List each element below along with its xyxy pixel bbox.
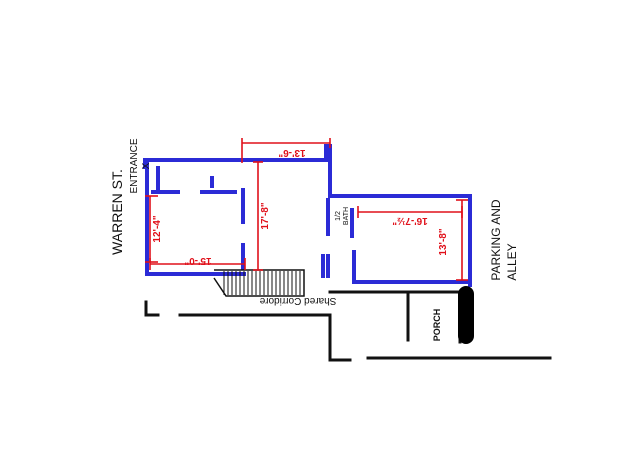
half-bath-label-line1: 1/2 — [335, 211, 342, 221]
corridor-label: Shared Corridore — [259, 295, 336, 306]
corridor-wall — [178, 313, 352, 362]
building-walls — [144, 290, 552, 362]
street-label: WARREN ST. — [109, 169, 125, 255]
dimension-front-depth: 12'-4" — [152, 215, 163, 242]
dimension-rear-height: 13'-8" — [438, 228, 449, 255]
dimension-rear-width: 16'-7½" — [392, 215, 428, 226]
dimension-front-width: 15'-0" — [184, 255, 211, 266]
dimension-left-height: 17'-8" — [260, 202, 271, 229]
half-bath-label-line2: BATH — [343, 207, 350, 225]
dimension-lines — [145, 138, 468, 281]
dimension-top-width: 13'-6" — [278, 147, 305, 158]
stairs — [213, 269, 305, 297]
lower-left-wall — [144, 300, 160, 317]
unit-walls — [143, 144, 472, 287]
porch-label: PORCH — [432, 309, 442, 342]
parking-label-line1: PARKING AND — [489, 199, 503, 280]
entrance-mark: X — [141, 162, 152, 169]
outer-wall-top — [143, 144, 472, 287]
stair-outline — [213, 269, 305, 297]
entrance-label: ENTRANCE — [129, 138, 140, 193]
porch-column — [458, 286, 474, 344]
parking-label-line2: ALLEY — [505, 243, 519, 280]
